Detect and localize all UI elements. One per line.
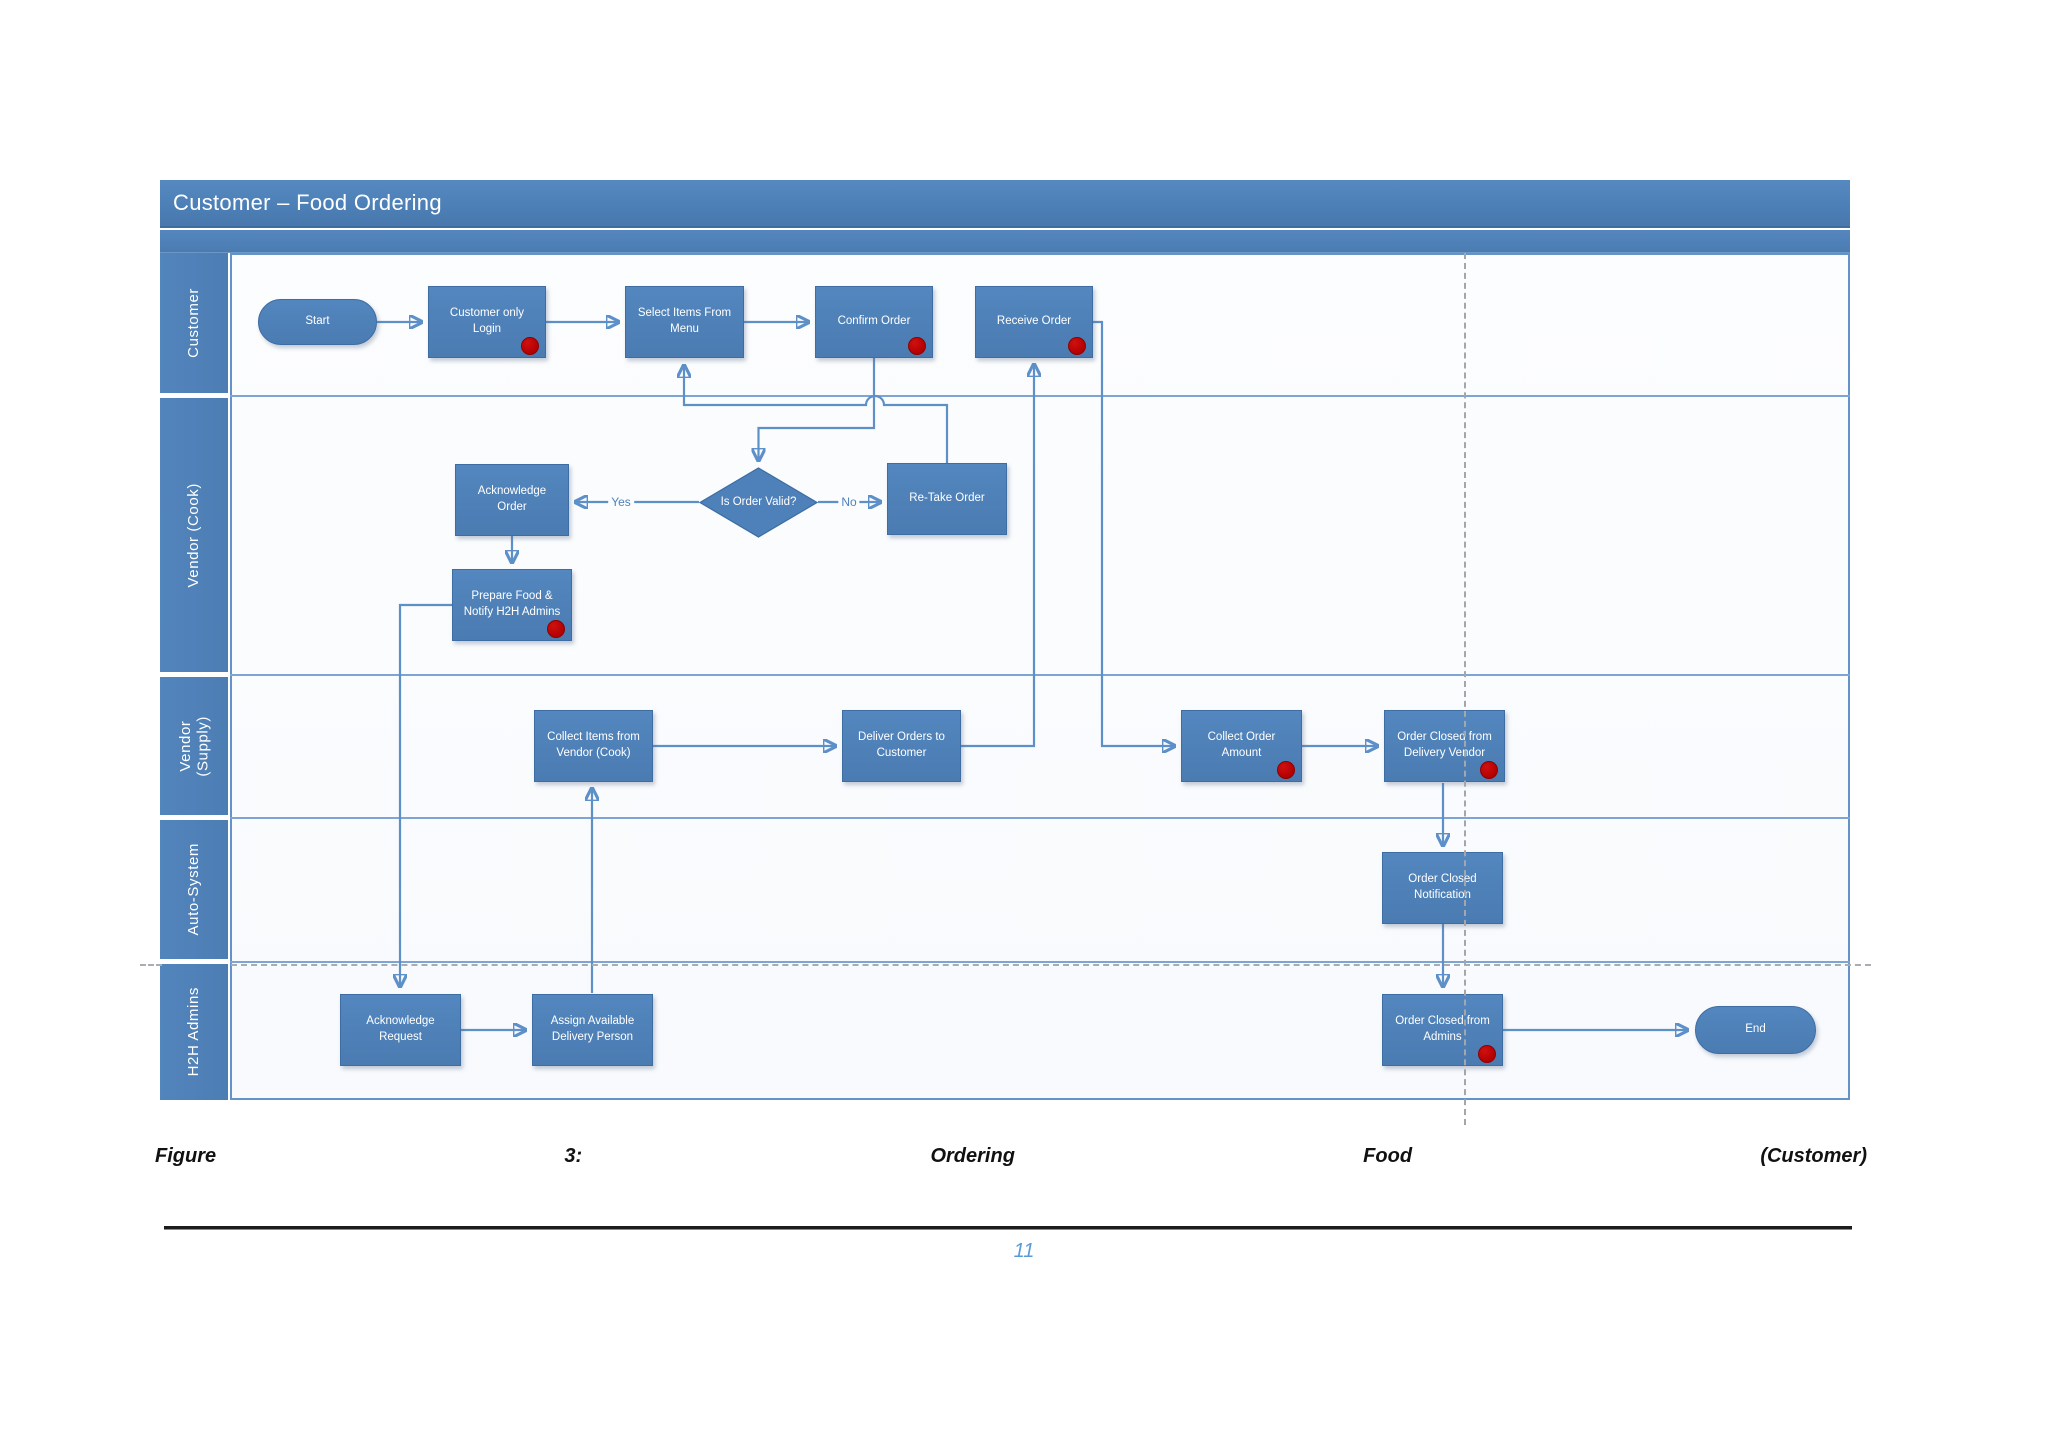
node-label: Assign Available Delivery Person — [550, 1015, 635, 1043]
node-label: Is Order Valid? — [720, 495, 797, 508]
node-acknowledge-order[interactable]: Acknowledge Order — [455, 464, 569, 536]
node-label: Prepare Food & Notify H2H Admins — [463, 590, 561, 618]
node-collect-items-from-vendor[interactable]: Collect Items from Vendor (Cook) — [534, 710, 653, 782]
red-dot-marker-icon — [521, 337, 539, 355]
node-confirm-order[interactable]: Confirm Order — [815, 286, 933, 358]
lane-header-auto-system: Auto-System — [160, 820, 228, 959]
node-label: Deliver Orders to Customer — [858, 731, 945, 759]
node-order-closed-from-delivery-vendor[interactable]: Order Closed from Delivery Vendor — [1384, 710, 1505, 782]
lane-separator — [230, 817, 1850, 819]
node-collect-order-amount[interactable]: Collect Order Amount — [1181, 710, 1302, 782]
lane-separator — [230, 395, 1850, 397]
node-order-closed-from-admins[interactable]: Order Closed from Admins — [1382, 994, 1503, 1066]
node-end[interactable]: End — [1695, 1006, 1816, 1054]
node-assign-available-delivery-person[interactable]: Assign Available Delivery Person — [532, 994, 653, 1066]
edge-label-no: No — [838, 495, 860, 509]
caption-word: (Customer) — [1760, 1145, 1867, 1167]
diagram-phase-strip — [160, 230, 1850, 253]
node-label: Acknowledge Request — [366, 1015, 435, 1043]
node-customer-only-login[interactable]: Customer only Login — [428, 286, 546, 358]
node-label: Order Closed Notification — [1408, 873, 1477, 901]
page-break-dashed-vertical — [1464, 253, 1466, 1125]
node-order-closed-notification[interactable]: Order Closed Notification — [1382, 852, 1503, 924]
node-label: Customer only Login — [449, 307, 525, 335]
red-dot-marker-icon — [908, 337, 926, 355]
lane-header-customer: Customer — [160, 253, 228, 393]
node-start[interactable]: Start — [258, 299, 377, 345]
red-dot-marker-icon — [1068, 337, 1086, 355]
caption-word: Ordering — [930, 1145, 1015, 1167]
diagram-title: Customer – Food Ordering — [173, 190, 442, 215]
lane-separator — [230, 674, 1850, 676]
node-deliver-orders-to-customer[interactable]: Deliver Orders to Customer — [842, 710, 961, 782]
node-label: Collect Order Amount — [1207, 731, 1276, 759]
page-break-dashed-horizontal — [231, 964, 1871, 966]
node-label: Re-Take Order — [909, 492, 985, 505]
lane-header-vendor-cook: Vendor (Cook) — [160, 398, 228, 672]
lane-header-vendor-supply: Vendor (Supply) — [160, 677, 228, 815]
node-label: Collect Items from Vendor (Cook) — [547, 731, 640, 759]
page-break-dashed-horizontal — [140, 964, 162, 966]
node-label: Order Closed from Admins — [1395, 1015, 1490, 1043]
diamond-shape — [699, 467, 818, 538]
node-prepare-food-notify-admins[interactable]: Prepare Food & Notify H2H Admins — [452, 569, 572, 641]
node-label: Acknowledge Order — [477, 485, 547, 513]
red-dot-marker-icon — [547, 620, 565, 638]
lane-label: Auto-System — [185, 843, 203, 936]
node-label: Order Closed from Delivery Vendor — [1397, 731, 1492, 759]
lane-label: Vendor (Supply) — [176, 715, 211, 777]
node-receive-order[interactable]: Receive Order — [975, 286, 1093, 358]
diagram-title-bar: Customer – Food Ordering — [160, 180, 1850, 228]
caption-word: 3: — [564, 1145, 583, 1167]
node-label: Receive Order — [996, 315, 1072, 328]
edge-label-yes: Yes — [608, 495, 634, 509]
node-label: Select Items From Menu — [637, 307, 732, 335]
lane-header-h2h-admins: H2H Admins — [160, 964, 228, 1100]
red-dot-marker-icon — [1478, 1045, 1496, 1063]
red-dot-marker-icon — [1480, 761, 1498, 779]
figure-caption: Figure 3: Ordering Food (Customer) — [155, 1145, 1867, 1168]
red-dot-marker-icon — [1277, 761, 1295, 779]
swimlane-content-area — [230, 253, 1850, 1100]
lane-label: H2H Admins — [185, 987, 203, 1077]
caption-word: Food — [1363, 1145, 1413, 1167]
lane-separator — [230, 961, 1850, 963]
node-select-items-from-menu[interactable]: Select Items From Menu — [625, 286, 744, 358]
caption-word: Figure — [155, 1145, 217, 1167]
lane-label: Customer — [185, 288, 203, 358]
footer-divider — [164, 1226, 1852, 1230]
node-is-order-valid[interactable]: Is Order Valid? — [699, 467, 818, 538]
node-label: Confirm Order — [837, 315, 911, 328]
node-label: Start — [305, 315, 330, 328]
node-label: End — [1745, 1023, 1766, 1036]
node-acknowledge-request[interactable]: Acknowledge Request — [340, 994, 461, 1066]
page-number: 11 — [1013, 1240, 1035, 1262]
lane-label: Vendor (Cook) — [185, 482, 203, 588]
node-re-take-order[interactable]: Re-Take Order — [887, 463, 1007, 535]
